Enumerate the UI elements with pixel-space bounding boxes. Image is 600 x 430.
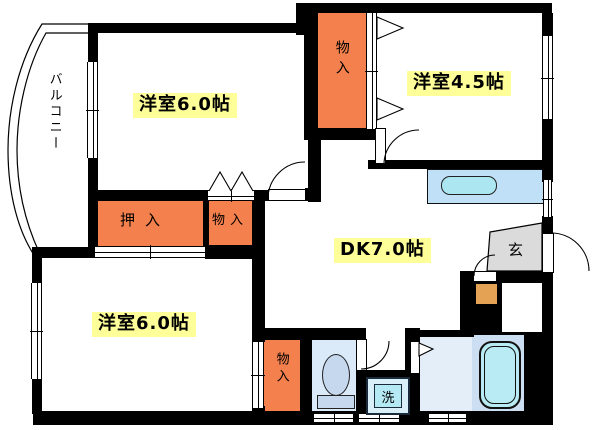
washing-machine-icon: 洗	[366, 377, 410, 415]
bifold-door-closet-mid	[208, 189, 254, 202]
wall	[252, 190, 265, 252]
door-leaf-washroom	[410, 341, 420, 374]
wall	[296, 3, 552, 13]
door-leaf-bedroom-top	[268, 189, 306, 201]
wall	[32, 247, 42, 285]
washing-machine-label: 洗	[374, 384, 402, 408]
bifold-peak-mid-2	[230, 170, 254, 192]
window	[30, 283, 43, 379]
wall	[356, 369, 366, 414]
sliding-door-closet-bottom	[251, 342, 265, 408]
wall	[304, 128, 378, 140]
window	[86, 62, 99, 158]
bifold-triangle-top-2	[376, 97, 405, 121]
bedroom-bottom-label: 洋室6.0帖	[92, 312, 196, 337]
sliding-door-oshiire	[95, 245, 205, 259]
bifold-door-closet-top	[365, 13, 378, 129]
wall	[524, 335, 543, 413]
wall	[203, 198, 209, 246]
wall	[252, 406, 265, 415]
wall	[418, 330, 474, 337]
window	[314, 412, 353, 424]
kitchen-window	[542, 180, 553, 217]
wall	[542, 13, 553, 38]
wall	[32, 378, 42, 414]
closet-top-area	[318, 13, 367, 129]
front-door-leaf	[542, 233, 554, 273]
entrance-label: 玄	[508, 241, 524, 259]
wall	[308, 140, 321, 202]
wall	[460, 271, 553, 282]
wall	[542, 216, 553, 233]
window	[429, 412, 466, 424]
wall	[542, 118, 553, 182]
dk-label: DK7.0帖	[334, 238, 431, 263]
closet-bottom-label: 物入	[273, 352, 289, 386]
door-arc-bedroom-right	[383, 129, 420, 164]
closet-top-label: 物入	[333, 40, 350, 80]
wall	[356, 370, 410, 379]
water-heater-box	[476, 284, 497, 304]
wall	[252, 250, 265, 342]
wall	[542, 271, 553, 415]
wall	[88, 190, 208, 201]
wall	[205, 245, 253, 259]
closet-bottom-area	[263, 340, 300, 412]
door-arc-front-door	[550, 232, 590, 272]
bedroom-right-label: 洋室4.5帖	[407, 71, 511, 96]
bathtub-inner-line	[484, 346, 516, 404]
heater-closet-door-gap	[474, 272, 496, 281]
bifold-triangle-top-1	[376, 16, 405, 40]
wall	[300, 340, 312, 414]
entrance-side-pocket	[502, 283, 542, 332]
wall	[88, 157, 98, 253]
wall	[305, 188, 321, 201]
kitchen-sink-icon	[441, 176, 497, 195]
closet-mid-label: 物入	[212, 213, 249, 228]
closet-mid-area	[209, 200, 253, 246]
toilet-base-icon	[317, 395, 355, 409]
wall	[252, 328, 366, 340]
bedroom-top-label: 洋室6.0帖	[133, 93, 237, 118]
toilet-icon	[322, 354, 350, 396]
wall	[304, 3, 318, 140]
window	[541, 36, 554, 119]
oshiire-label: 押入	[120, 211, 171, 229]
wall	[88, 25, 98, 63]
balcony-label: バルコニー	[46, 72, 62, 152]
wall	[368, 160, 552, 169]
bathtub-icon	[479, 341, 521, 409]
door-leaf-toilet	[356, 339, 367, 371]
wall	[88, 23, 306, 33]
wall	[33, 411, 553, 425]
door-leaf-bedroom-right	[375, 128, 386, 164]
oshiire-closet-area	[95, 200, 203, 246]
washroom-area	[420, 335, 472, 413]
bifold-peak-mid-1	[208, 170, 232, 192]
